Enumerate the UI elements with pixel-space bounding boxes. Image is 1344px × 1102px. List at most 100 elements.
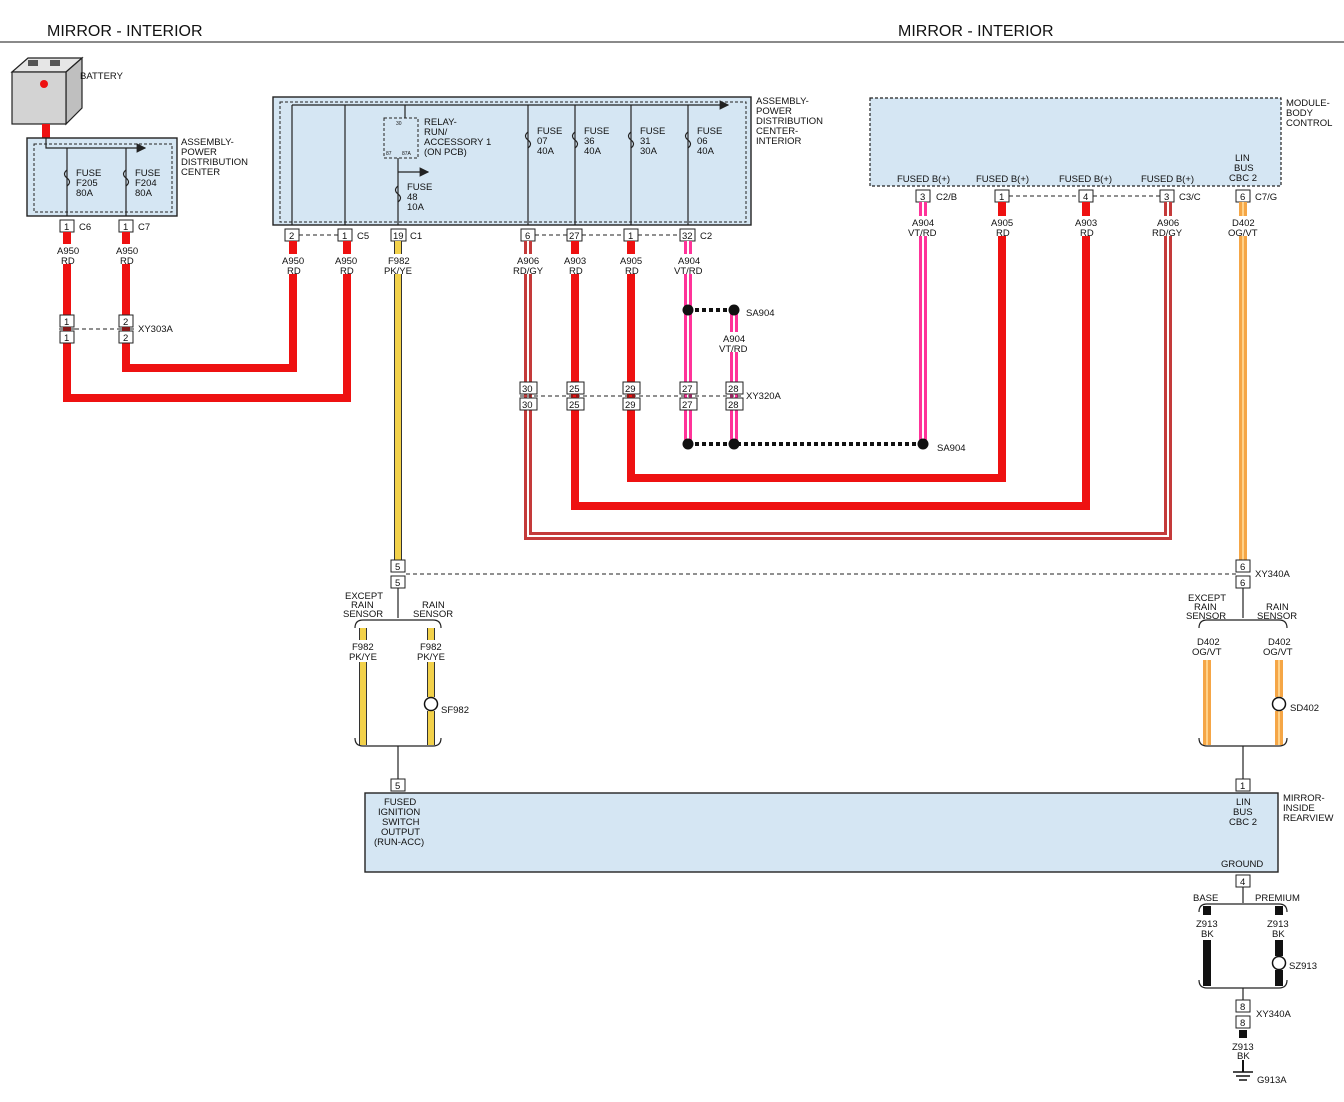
bcm-label-1: MODULE- — [1286, 98, 1330, 109]
bcm-a904-circuit: A904 — [912, 218, 934, 229]
pdc-conn-c6: C6 — [79, 222, 91, 233]
wire-a950-c7 — [122, 232, 297, 372]
relay-label-4: (ON PCB) — [424, 147, 467, 158]
ground-g913a-label: G913A — [1257, 1075, 1287, 1086]
wire-a906 — [524, 202, 1172, 540]
fuse-36-rating: 40A — [584, 146, 602, 157]
mirror-lin-3: CBC 2 — [1229, 817, 1257, 828]
bcm-a906-circuit: A906 — [1157, 218, 1179, 229]
bcm-label-2: BODY — [1286, 108, 1314, 119]
xy320a-pin30-bot: 30 — [522, 400, 533, 411]
xy303a-pin2-top: 2 — [123, 317, 128, 328]
fuse-07-rating: 40A — [537, 146, 555, 157]
xy340a-ground-label: XY340A — [1256, 1009, 1292, 1020]
fuse-f205-name: FUSE — [76, 168, 101, 179]
mirror-pin-1-num: 1 — [1240, 781, 1245, 792]
z913-ground-circuit: Z913 — [1232, 1042, 1254, 1053]
fuse-31-name: FUSE — [640, 126, 665, 137]
fuse-f204-name: FUSE — [135, 168, 160, 179]
xy320a-pin30-top: 30 — [522, 384, 533, 395]
xy340a-pin5-bot: 5 — [395, 578, 400, 589]
bcm-d402-circuit: D402 — [1232, 218, 1255, 229]
connector-xy303a — [59, 314, 134, 344]
mirror-lin-1: LIN — [1236, 797, 1251, 808]
mirror-pin5-label-3: SWITCH — [382, 817, 420, 828]
splice-sa904-top-label: SA904 — [746, 308, 775, 319]
fuse-f205-rating: 80A — [76, 188, 94, 199]
z913-ground-color: BK — [1237, 1051, 1250, 1062]
xy320a-pin25-top: 25 — [569, 384, 580, 395]
bcm-conn-c7g: C7/G — [1255, 192, 1277, 203]
c2-pin-32-num: 32 — [682, 231, 693, 242]
relay-pin-30: 30 — [396, 121, 402, 127]
d402-except-circuit: D402 — [1197, 637, 1220, 648]
c2-pin-27-num: 27 — [569, 231, 580, 242]
a905-color: RD — [625, 266, 639, 277]
bcm-a904-color: VT/RD — [908, 228, 937, 239]
xy320a-pin27-top: 27 — [682, 384, 693, 395]
relay-pin-87a: 87A — [402, 151, 412, 157]
mirror-ground-label: GROUND — [1221, 859, 1263, 870]
xy320a-pin29-top: 29 — [625, 384, 636, 395]
a950-left-color: RD — [61, 256, 75, 267]
bcm-pin-label-1: FUSED B(+) — [897, 174, 950, 185]
xy340a-pin5-top: 5 — [395, 562, 400, 573]
xy303a-pin1-top: 1 — [64, 317, 69, 328]
f982-rain-1: RAIN — [422, 600, 445, 611]
f982-rain-color: PK/YE — [417, 652, 445, 663]
bcm-lin-3: CBC 2 — [1229, 173, 1257, 184]
bcm-pin-6-num: 6 — [1240, 192, 1245, 203]
fuse-48-rating: 10A — [407, 202, 425, 213]
z913-branch — [1198, 887, 1288, 1000]
wire-a903 — [571, 202, 1090, 510]
pdc-label-1: ASSEMBLY- — [181, 137, 234, 148]
xy340a-pin8-bot: 8 — [1240, 1018, 1245, 1029]
a950-right-circuit: A950 — [116, 246, 138, 257]
a906-circuit: A906 — [517, 256, 539, 267]
mirror-lin-2: BUS — [1233, 807, 1253, 818]
c5-pin-2-num: 2 — [289, 231, 294, 242]
battery-label: BATTERY — [80, 71, 124, 82]
bcm-pin-3-a-num: 3 — [920, 192, 925, 203]
relay-pin-87: 87 — [386, 151, 392, 157]
d402-rain-circuit: D402 — [1268, 637, 1291, 648]
bcm-conn-c3c: C3/C — [1179, 192, 1201, 203]
c2-pin-1-num: 1 — [628, 231, 633, 242]
ground-icon — [1233, 1071, 1253, 1081]
a904-circuit: A904 — [678, 256, 700, 267]
bcm-conn-c2b: C2/B — [936, 192, 957, 203]
d402-branch — [1198, 588, 1288, 779]
pdc-box — [26, 137, 178, 217]
c2-conn: C2 — [700, 231, 712, 242]
bcm-lin-2: BUS — [1234, 163, 1254, 174]
a903-circuit: A903 — [564, 256, 586, 267]
mirror-box — [364, 792, 1279, 873]
d402-except-2: RAIN — [1194, 602, 1217, 613]
wire-a904 — [684, 202, 927, 444]
relay-label-1: RELAY- — [424, 117, 457, 128]
pdc-label-2: POWER — [181, 147, 217, 158]
bcm-box — [869, 97, 1282, 187]
pdci-box — [272, 96, 752, 226]
xy303a-pin1-bot: 1 — [64, 333, 69, 344]
a950-c5a-color: RD — [287, 266, 301, 277]
relay-label-2: RUN/ — [424, 127, 448, 138]
xy320a-pin28-bot: 28 — [728, 400, 739, 411]
f982-except-2: RAIN — [351, 600, 374, 611]
fuse-36-name: FUSE — [584, 126, 609, 137]
xy340a-pin6-bot: 6 — [1240, 578, 1245, 589]
splice-sz913-label: SZ913 — [1289, 961, 1317, 972]
fuse-48-name: FUSE — [407, 182, 432, 193]
xy320a-pin29-bot: 29 — [625, 400, 636, 411]
mirror-pin-5 — [390, 778, 406, 792]
page-title-left: MIRROR - INTERIOR — [47, 23, 203, 40]
mirror-pin5-label-2: IGNITION — [378, 807, 420, 818]
fuse-f205-id: F205 — [76, 178, 98, 189]
fuse-31-rating: 30A — [640, 146, 658, 157]
fuse-36-id: 36 — [584, 136, 595, 147]
a950-c5b-color: RD — [340, 266, 354, 277]
fuse-48-id: 48 — [407, 192, 418, 203]
a950-right-color: RD — [120, 256, 134, 267]
f982-circuit: F982 — [388, 256, 410, 267]
